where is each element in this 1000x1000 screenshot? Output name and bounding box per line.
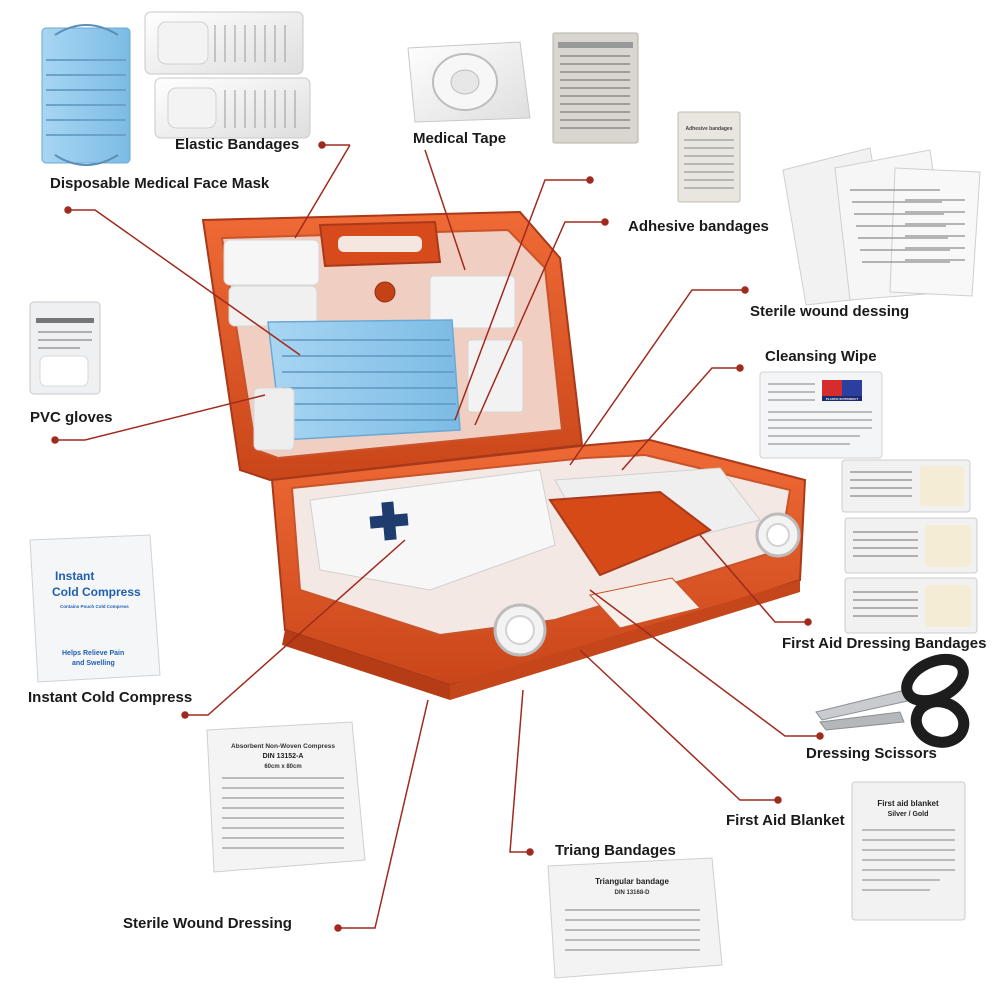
elastic-bandages-product <box>144 11 311 139</box>
adhesive-bandages-product: Adhesive bandages <box>677 111 741 203</box>
triangular-bandage-product: Triangular bandage DIN 13168-D <box>547 857 723 979</box>
svg-text:DIN 13168-D: DIN 13168-D <box>614 890 650 896</box>
label-first-aid-blanket: First Aid Blanket <box>726 812 845 829</box>
first-aid-blanket-product: First aid blanket Silver / Gold <box>851 781 966 921</box>
leader-sterile-top <box>569 286 749 466</box>
svg-text:Silver / Gold: Silver / Gold <box>888 811 929 818</box>
medical-tape-product <box>407 41 531 123</box>
svg-text:First aid blanket: First aid blanket <box>877 799 939 808</box>
latch-left <box>493 603 547 657</box>
pvc-gloves-product <box>29 301 101 395</box>
svg-text:DIN 13152-A: DIN 13152-A <box>263 753 304 760</box>
label-dressing-scissors: Dressing Scissors <box>806 745 937 762</box>
leader-sterile-bottom <box>334 699 429 932</box>
label-sterile-wound-dressing-top: Sterile wound dessing <box>750 303 910 320</box>
cleansing-wipe-product: PLASTIC IN PRODUCT <box>759 371 883 459</box>
label-medical-tape: Medical Tape <box>413 130 507 147</box>
svg-text:Absorbent Non-Woven Compress: Absorbent Non-Woven Compress <box>231 743 335 750</box>
leader-face-mask <box>64 206 301 356</box>
leader-adhesive-bandages <box>454 176 594 421</box>
label-pvc-gloves: PVC gloves <box>30 409 113 426</box>
leader-lines <box>51 141 824 932</box>
label-face-mask: Disposable Medical Face Mask <box>50 175 270 192</box>
label-elastic-bandages: Elastic Bandages <box>175 136 300 153</box>
sterile-wound-dressing-stack-product <box>782 147 981 306</box>
svg-text:Cold Compress: Cold Compress <box>52 585 141 599</box>
svg-text:Contains Pouch Cold Compress: Contains Pouch Cold Compress <box>60 604 129 609</box>
sterile-wound-dressing-product: Absorbent Non-Woven Compress DIN 13152-A… <box>206 721 366 873</box>
label-adhesive-bandages: Adhesive bandages <box>628 218 769 235</box>
svg-text:Triangular bandage: Triangular bandage <box>595 877 669 886</box>
svg-text:Instant: Instant <box>55 569 94 583</box>
svg-text:Helps Relieve Pain: Helps Relieve Pain <box>62 650 124 657</box>
leader-cleansing-wipe <box>621 364 744 471</box>
leader-elastic-bandages <box>294 141 351 239</box>
label-sterile-wound-dressing-bottom: Sterile Wound Dressing <box>123 915 292 932</box>
leader-medical-tape <box>424 149 466 271</box>
label-triang-bandages: Triang Bandages <box>555 842 676 859</box>
leader-gloves-left <box>51 394 266 444</box>
latch-right <box>755 512 801 558</box>
instant-cold-compress-product: Instant Cold Compress Contains Pouch Col… <box>29 534 161 683</box>
face-mask-product <box>41 24 131 166</box>
sterile-pack-top-product <box>552 32 639 144</box>
first-aid-dressing-bandages-product <box>841 459 978 634</box>
label-first-aid-dressing-bandages: First Aid Dressing Bandages <box>782 635 987 652</box>
leader-triang <box>509 689 534 856</box>
svg-text:and Swelling: and Swelling <box>72 660 115 667</box>
leader-scissors <box>589 589 824 740</box>
svg-text:PLASTIC IN PRODUCT: PLASTIC IN PRODUCT <box>826 397 859 401</box>
dressing-scissors-product <box>815 653 970 748</box>
svg-text:Adhesive bandages: Adhesive bandages <box>686 126 733 132</box>
label-instant-cold-compress: Instant Cold Compress <box>28 689 193 706</box>
leader-blanket <box>579 649 782 804</box>
first-aid-case <box>201 210 807 700</box>
leader-pvc-gloves <box>474 218 609 426</box>
svg-text:60cm x 80cm: 60cm x 80cm <box>264 764 301 770</box>
label-cleansing-wipe: Cleansing Wipe <box>765 348 877 365</box>
leader-cold-compress <box>181 539 406 719</box>
leader-first-aid-dressing <box>699 534 812 626</box>
